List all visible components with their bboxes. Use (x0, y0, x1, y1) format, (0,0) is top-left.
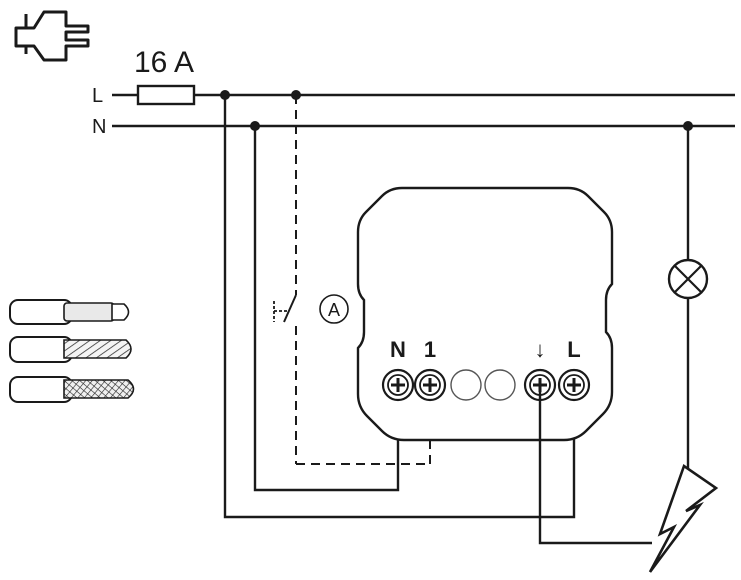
pushbutton-actuator-icon (273, 301, 289, 322)
terminal-label: N (390, 337, 406, 362)
switch-symbol-circle (319, 294, 349, 324)
load-output-wire (538, 387, 652, 545)
fuse-symbol (136, 84, 196, 106)
device-housing (356, 186, 614, 442)
fuse-rating: 16 A (134, 46, 194, 79)
wire-solid-icon (9, 299, 130, 325)
screw-slot-cross (423, 378, 437, 392)
terminal-label: ↓ (535, 337, 546, 362)
neutral-line-label: N (92, 116, 106, 138)
external-switch: A (273, 95, 431, 465)
plug-icon (14, 10, 90, 62)
lightning-icon (648, 463, 719, 573)
lamp-icon (667, 258, 709, 300)
wire-fine-stranded-icon (9, 376, 135, 403)
terminal-label: 1 (424, 337, 436, 362)
switch-symbol-label: A (328, 300, 340, 320)
terminal-slot-empty (450, 369, 482, 401)
screw-slot-cross (391, 378, 405, 392)
live-line (112, 84, 735, 106)
screw-slot-cross (567, 378, 581, 392)
terminal-slot-empty (484, 369, 516, 401)
live-feed-wire (223, 95, 576, 519)
terminal-label: L (567, 337, 580, 362)
live-line-label: L (92, 85, 103, 107)
wire-stranded-icon (9, 336, 132, 363)
